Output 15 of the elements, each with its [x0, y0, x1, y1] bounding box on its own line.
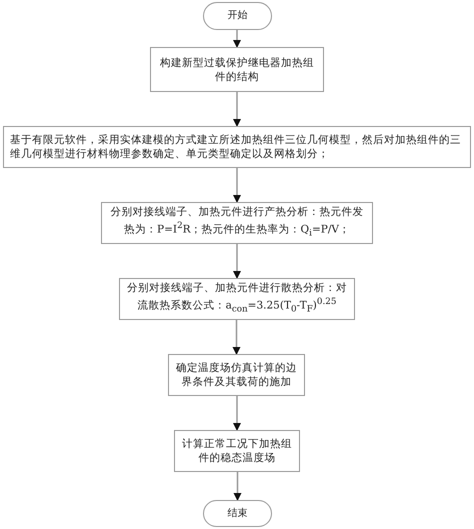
arrow — [234, 472, 242, 501]
arrow — [233, 396, 241, 431]
process-box: 分别对接线端子、加热元件进行产热分析：热元件发热为：P=I$^{2}$R；热元件的生热率为：Q$_{i}$=P/V； — [101, 202, 373, 244]
arrow — [233, 92, 241, 127]
terminal-pill: 开始 — [203, 2, 272, 30]
process-box: 构建新型过载保护继电器加热组件的结构 — [150, 47, 324, 92]
process-box: 分别对接线端子、加热元件进行散热分析：对流散热系数公式：a$_{con}$=3.25(T$_{0}$-T$_{F}$)$^{0.25}$ — [119, 278, 355, 320]
arrow — [233, 30, 241, 48]
arrow — [233, 168, 241, 203]
arrow — [232, 320, 240, 355]
terminal-pill: 结束 — [203, 500, 272, 527]
process-box: 计算正常工况下加热组件的稳态温度场 — [174, 430, 300, 472]
arrow — [233, 244, 241, 279]
process-box: 确定温度场仿真计算的边界条件及其载荷的施加 — [168, 354, 305, 396]
process-box: 基于有限元软件，采用实体建模的方式建立所述加热组件三位几何模型，然后对加热组件的三维几何模型进行材料物理参数确定、单元类型确定以及网格划分； — [3, 126, 471, 168]
